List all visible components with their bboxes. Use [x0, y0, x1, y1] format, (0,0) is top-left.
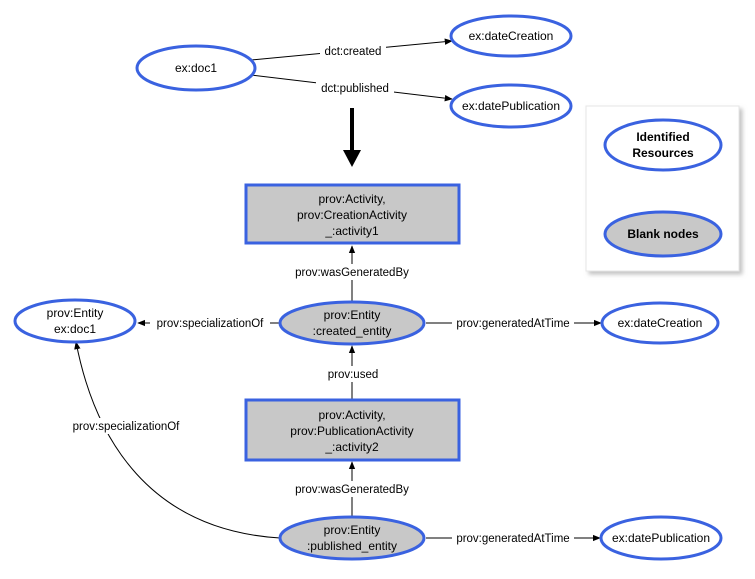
svg-text:ex:datePublication: ex:datePublication [612, 531, 710, 545]
edge-label-generated-at-time-1: prov:generatedAtTime [456, 318, 569, 330]
edge-label-dct-published: dct:published [321, 83, 389, 95]
edge-label-used: prov:used [328, 369, 379, 381]
svg-text:ex:datePublication: ex:datePublication [462, 99, 560, 113]
svg-text:prov:PublicationActivity: prov:PublicationActivity [290, 424, 413, 438]
svg-text:_:activity2: _:activity2 [324, 440, 379, 454]
node-date-publication[interactable]: ex:datePublication [599, 515, 723, 561]
legend-panel: Identified Resources Blank nodes [585, 105, 740, 272]
svg-text:prov:CreationActivity: prov:CreationActivity [297, 208, 407, 222]
svg-text:Identified: Identified [636, 130, 689, 144]
edge-label-generated-at-time-2: prov:generatedAtTime [456, 533, 569, 545]
svg-text:prov:Activity,: prov:Activity, [318, 408, 385, 422]
node-ex-date-publication[interactable]: ex:datePublication [449, 83, 573, 129]
node-published-entity[interactable]: prov:Entity :published_entity [278, 515, 426, 561]
svg-text:_:activity1: _:activity1 [324, 224, 379, 238]
svg-text:Resources: Resources [632, 146, 694, 160]
transformation-arrow [343, 108, 361, 167]
legend-identified-resources: Identified Resources [603, 118, 723, 172]
edge-label-specialization-of-2: prov:specializationOf [73, 421, 181, 433]
svg-text::published_entity: :published_entity [307, 539, 397, 553]
node-activity2[interactable]: prov:Activity, prov:PublicationActivity … [244, 398, 461, 462]
svg-text:prov:Entity: prov:Entity [324, 523, 381, 537]
node-date-creation[interactable]: ex:dateCreation [600, 301, 720, 345]
svg-text:Blank nodes: Blank nodes [627, 227, 699, 241]
node-created-entity[interactable]: prov:Entity :created_entity [278, 300, 426, 346]
legend-blank-nodes: Blank nodes [603, 210, 723, 258]
svg-text:ex:dateCreation: ex:dateCreation [469, 29, 554, 43]
svg-text:prov:Entity: prov:Entity [324, 308, 381, 322]
node-activity1[interactable]: prov:Activity, prov:CreationActivity _:a… [244, 183, 461, 245]
node-ex-doc1[interactable]: ex:doc1 [135, 44, 257, 92]
svg-text::created_entity: :created_entity [313, 324, 392, 338]
node-ex-date-creation[interactable]: ex:dateCreation [449, 14, 573, 58]
edge-label-was-generated-by-2: prov:wasGeneratedBy [295, 484, 409, 496]
svg-text:ex:doc1: ex:doc1 [54, 322, 96, 336]
node-entity-doc1[interactable]: prov:Entity ex:doc1 [13, 298, 137, 344]
svg-text:ex:doc1: ex:doc1 [175, 61, 217, 75]
edge-specialization-of-2 [74, 341, 281, 539]
edge-label-specialization-of-1: prov:specializationOf [157, 318, 265, 330]
svg-text:prov:Entity: prov:Entity [47, 306, 104, 320]
svg-text:ex:dateCreation: ex:dateCreation [618, 316, 703, 330]
edge-label-was-generated-by-1: prov:wasGeneratedBy [295, 267, 409, 279]
edge-label-dct-created: dct:created [325, 46, 382, 58]
svg-text:prov:Activity,: prov:Activity, [318, 192, 385, 206]
